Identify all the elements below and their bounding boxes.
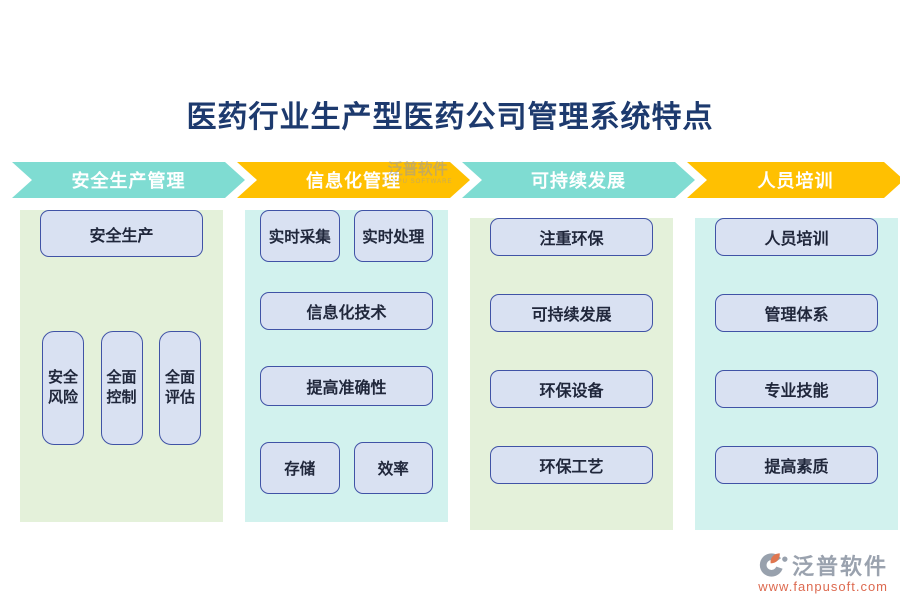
- box-row: 存储 效率: [245, 442, 448, 494]
- panel-sustainable-development: 注重环保 可持续发展 环保设备 环保工艺: [470, 218, 673, 530]
- column-safety-production: 安全生产管理 安全生产 安全风险 全面控制 全面评估: [20, 162, 223, 530]
- feature-box: 提高素质: [715, 446, 878, 484]
- header-label: 信息化管理: [306, 171, 401, 191]
- header-arrow-sustainable-development: 可持续发展: [462, 162, 695, 198]
- feature-box: 注重环保: [490, 218, 653, 256]
- header-arrow-safety-production: 安全生产管理: [12, 162, 245, 198]
- feature-box: 实时处理: [353, 210, 433, 262]
- feature-box: 全面控制: [100, 331, 143, 445]
- feature-box: 实时采集: [260, 210, 340, 262]
- brand-url[interactable]: www.fanpusoft.com: [758, 579, 888, 594]
- header-arrow-informatization: 信息化管理: [237, 162, 470, 198]
- vertical-box-row: 安全风险 全面控制 全面评估: [20, 331, 223, 445]
- feature-board: 安全生产管理 安全生产 安全风险 全面控制 全面评估 信息化管理 实时采集 实时…: [20, 162, 898, 530]
- box-row: 实时采集 实时处理: [245, 210, 448, 262]
- feature-box: 管理体系: [715, 294, 878, 332]
- feature-box: 环保设备: [490, 370, 653, 408]
- header-label: 可持续发展: [531, 171, 626, 191]
- column-sustainable-development: 可持续发展 注重环保 可持续发展 环保设备 环保工艺: [470, 162, 673, 530]
- page-title: 医药行业生产型医药公司管理系统特点: [186, 101, 714, 134]
- panel-personnel-training: 人员培训 管理体系 专业技能 提高素质: [695, 218, 898, 530]
- brand-logo-icon: [759, 549, 789, 581]
- feature-box: 环保工艺: [490, 446, 653, 484]
- feature-box: 安全风险: [42, 331, 84, 445]
- column-informatization: 信息化管理 实时采集 实时处理 信息化技术 提高准确性 存储 效率: [245, 162, 448, 530]
- feature-box: 人员培训: [715, 218, 878, 256]
- header-label: 人员培训: [757, 171, 834, 191]
- feature-box: 信息化技术: [260, 292, 433, 330]
- panel-informatization: 实时采集 实时处理 信息化技术 提高准确性 存储 效率: [245, 210, 448, 522]
- feature-box: 专业技能: [715, 370, 878, 408]
- header-arrow-personnel-training: 人员培训: [687, 162, 900, 198]
- header-label: 安全生产管理: [71, 171, 186, 191]
- feature-box: 可持续发展: [490, 294, 653, 332]
- feature-box: 效率: [353, 442, 433, 494]
- panel-safety-production: 安全生产 安全风险 全面控制 全面评估: [20, 210, 223, 522]
- feature-box: 全面评估: [159, 331, 201, 445]
- brand-footer: 泛普软件 www.fanpusoft.com: [718, 549, 888, 594]
- brand-name: 泛普软件: [791, 554, 888, 579]
- feature-box: 存储: [260, 442, 340, 494]
- column-personnel-training: 人员培训 人员培训 管理体系 专业技能 提高素质: [695, 162, 898, 530]
- feature-box: 提高准确性: [260, 366, 433, 406]
- feature-box: 安全生产: [40, 210, 203, 257]
